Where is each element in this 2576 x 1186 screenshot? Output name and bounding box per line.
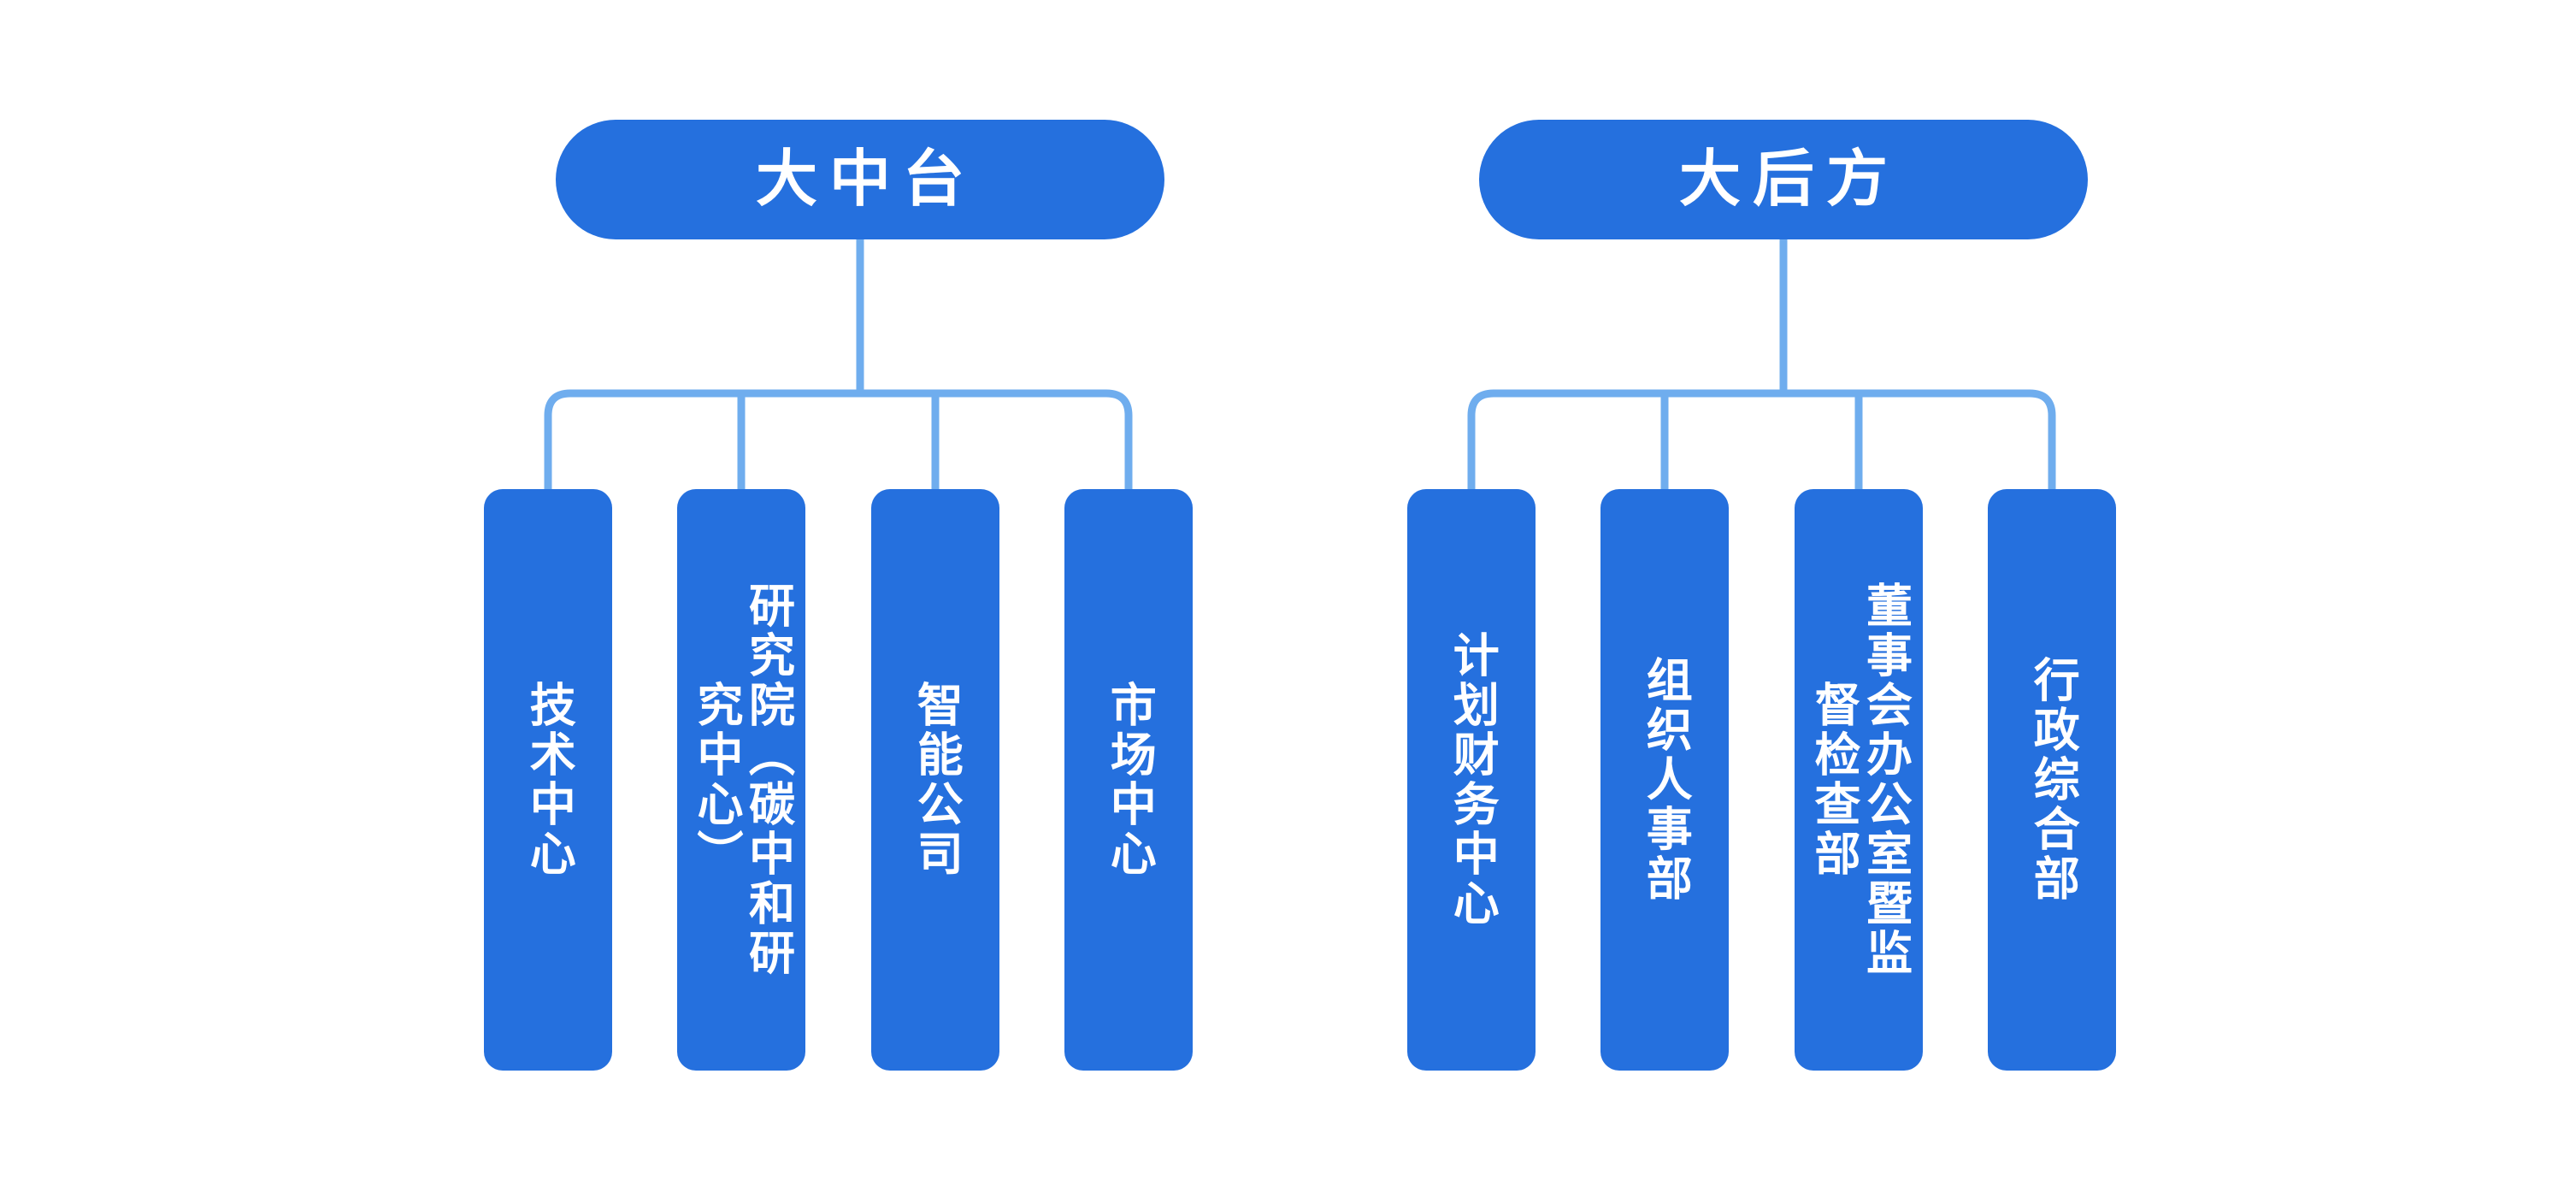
node-board-office-supervision-dept[interactable]: 董事会办公室暨监督检查部	[1795, 489, 1923, 1071]
node-administration-dept[interactable]: 行政综合部	[1988, 489, 2116, 1071]
group-header-label: 大中台	[755, 145, 976, 214]
node-label: 市场中心	[1103, 681, 1155, 879]
node-technology-center[interactable]: 技术中心	[484, 489, 612, 1071]
node-label: 智能公司	[910, 681, 962, 879]
group-header-mid-platform[interactable]: 大中台	[556, 120, 1164, 239]
node-planning-finance-center[interactable]: 计划财务中心	[1407, 489, 1536, 1071]
group-header-rear-support[interactable]: 大后方	[1479, 120, 2088, 239]
node-label: 行政综合部	[2026, 656, 2078, 904]
group-header-label: 大后方	[1678, 145, 1900, 214]
node-organization-personnel-dept[interactable]: 组织人事部	[1600, 489, 1729, 1071]
node-label: 技术中心	[522, 681, 575, 879]
node-research-institute[interactable]: 研究院（碳中和研究中心）	[677, 489, 805, 1071]
node-smart-company[interactable]: 智能公司	[871, 489, 999, 1071]
node-label: 组织人事部	[1639, 656, 1691, 904]
node-label: 研究院（碳中和研究中心）	[690, 581, 793, 978]
node-market-center[interactable]: 市场中心	[1064, 489, 1193, 1071]
node-label: 计划财务中心	[1446, 631, 1498, 929]
node-label: 董事会办公室暨监督检查部	[1807, 581, 1911, 978]
